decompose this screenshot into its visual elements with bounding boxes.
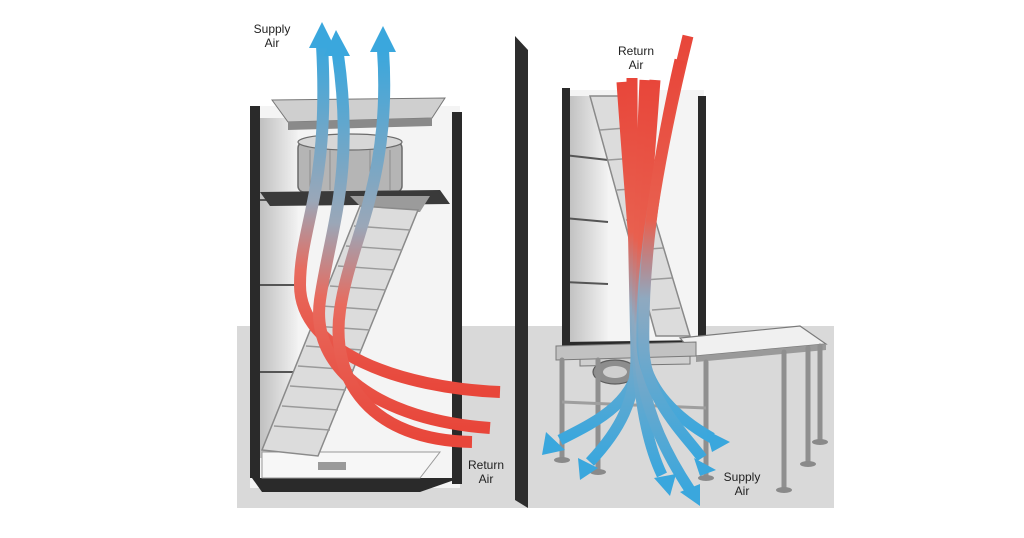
right-airflow — [557, 34, 715, 494]
divider-wall — [515, 36, 528, 508]
label-line: Supply — [253, 22, 291, 36]
right-supply-air-label: Supply Air — [718, 470, 766, 498]
label-line: Supply — [723, 470, 761, 484]
label-line: Return — [467, 458, 505, 472]
airflow-arrow-return — [293, 44, 501, 398]
airflow-arrow-supply — [654, 474, 676, 496]
label-line: Air — [478, 472, 494, 486]
airflow-arrow-return — [638, 58, 707, 462]
left-cooling-unit — [250, 97, 462, 492]
raised-floor-tile — [554, 325, 828, 493]
label-line: Air — [264, 36, 280, 50]
airflow-arrow-supply — [694, 458, 716, 476]
left-supply-air-label: Supply Air — [248, 22, 296, 50]
label-line: Air — [628, 58, 644, 72]
right-return-air-label: Return Air — [612, 44, 660, 72]
airflow-arrow-supply — [324, 30, 350, 56]
airflow-arrow-supply — [578, 458, 598, 480]
airflow-arrow-supply — [706, 430, 730, 452]
label-line: Air — [734, 484, 750, 498]
right-supply-arrowheads — [542, 430, 730, 506]
airflow-arrow-supply — [680, 484, 700, 506]
airflow-arrow-return — [313, 54, 491, 434]
airflow-arrow-supply — [370, 26, 396, 52]
left-supply-arrowheads — [309, 22, 396, 56]
left-return-air-label: Return Air — [462, 458, 510, 486]
airflow-arrow-supply — [542, 432, 565, 455]
left-airflow — [293, 44, 501, 448]
airflow-arrow-return — [332, 49, 473, 448]
airflow-arrow-supply — [309, 22, 335, 48]
label-line: Return — [617, 44, 655, 58]
